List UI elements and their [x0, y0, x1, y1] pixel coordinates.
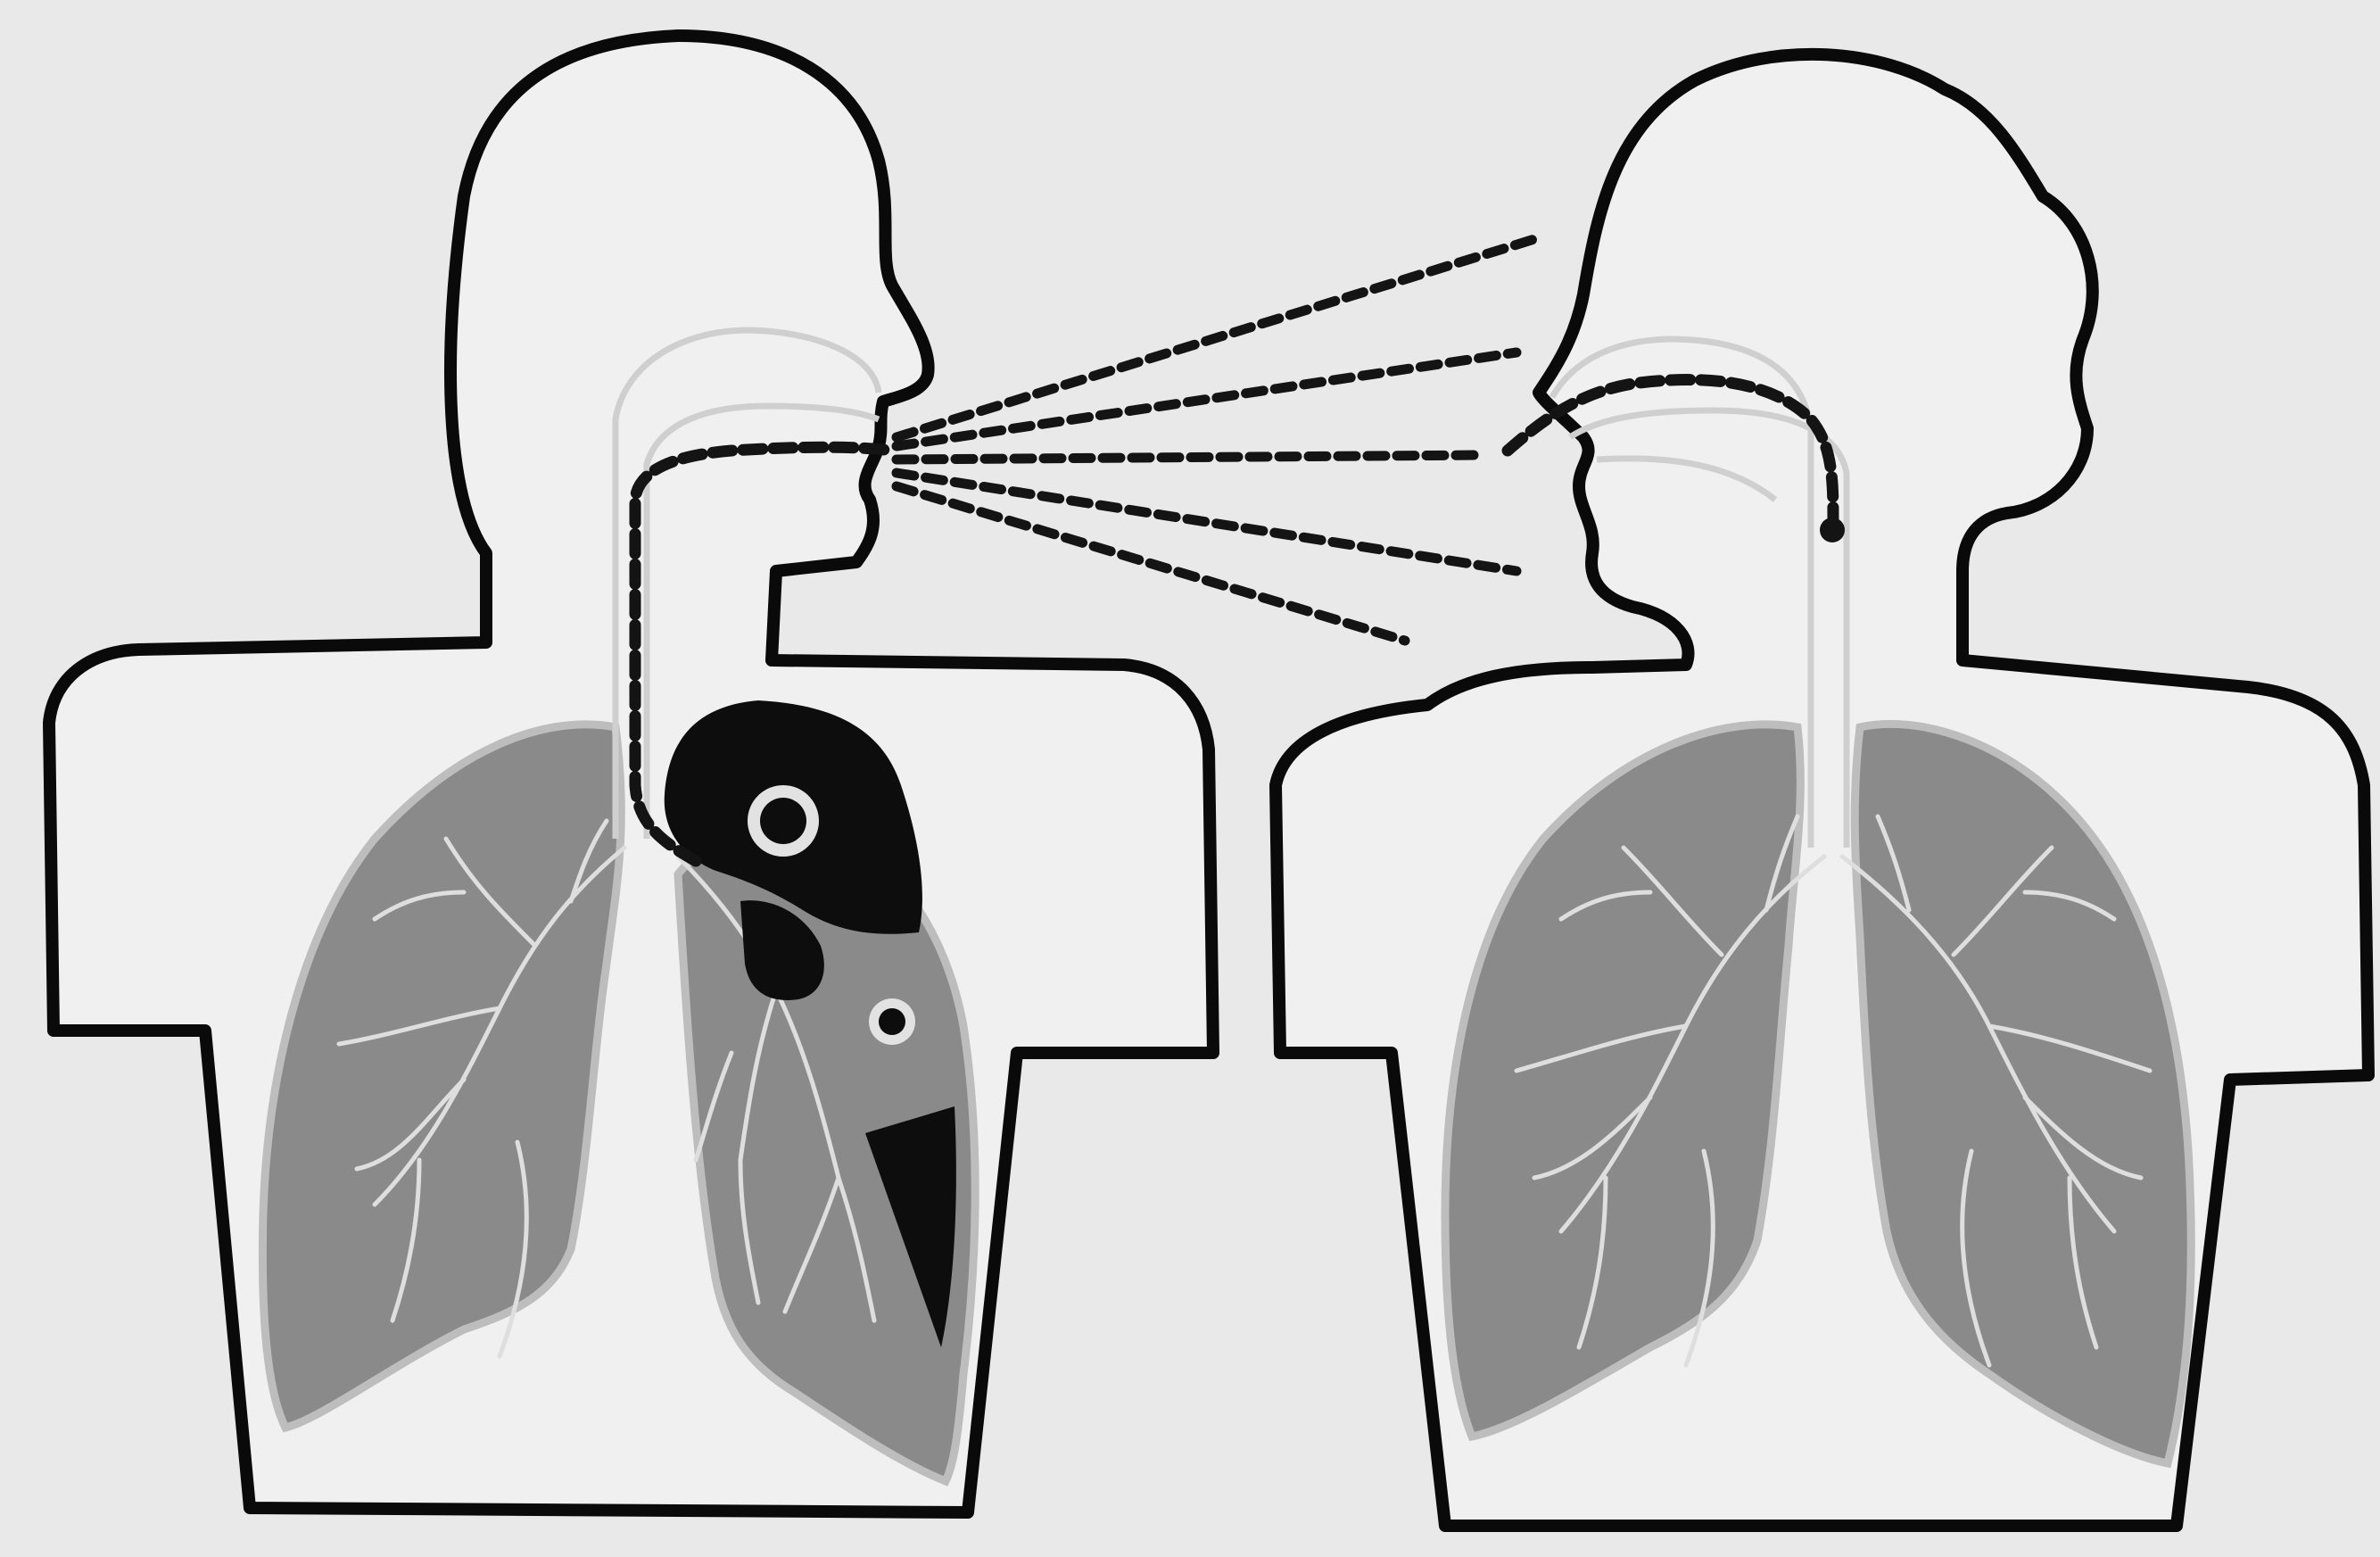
spray-line-4 — [897, 473, 1516, 571]
spray-line-3 — [897, 455, 1481, 460]
right-person-silhouette — [1276, 54, 2368, 1526]
left-person-cavity-core — [760, 798, 806, 844]
left-person-cavity-small-core — [879, 1008, 905, 1035]
spray-line-2 — [897, 352, 1516, 446]
left-person — [49, 36, 1213, 1512]
spray-line-1 — [897, 239, 1534, 437]
right-person — [1276, 54, 2368, 1526]
spray-line-5 — [897, 486, 1405, 641]
droplet-spray — [897, 239, 1534, 641]
right-person-droplet-end — [1820, 518, 1845, 542]
